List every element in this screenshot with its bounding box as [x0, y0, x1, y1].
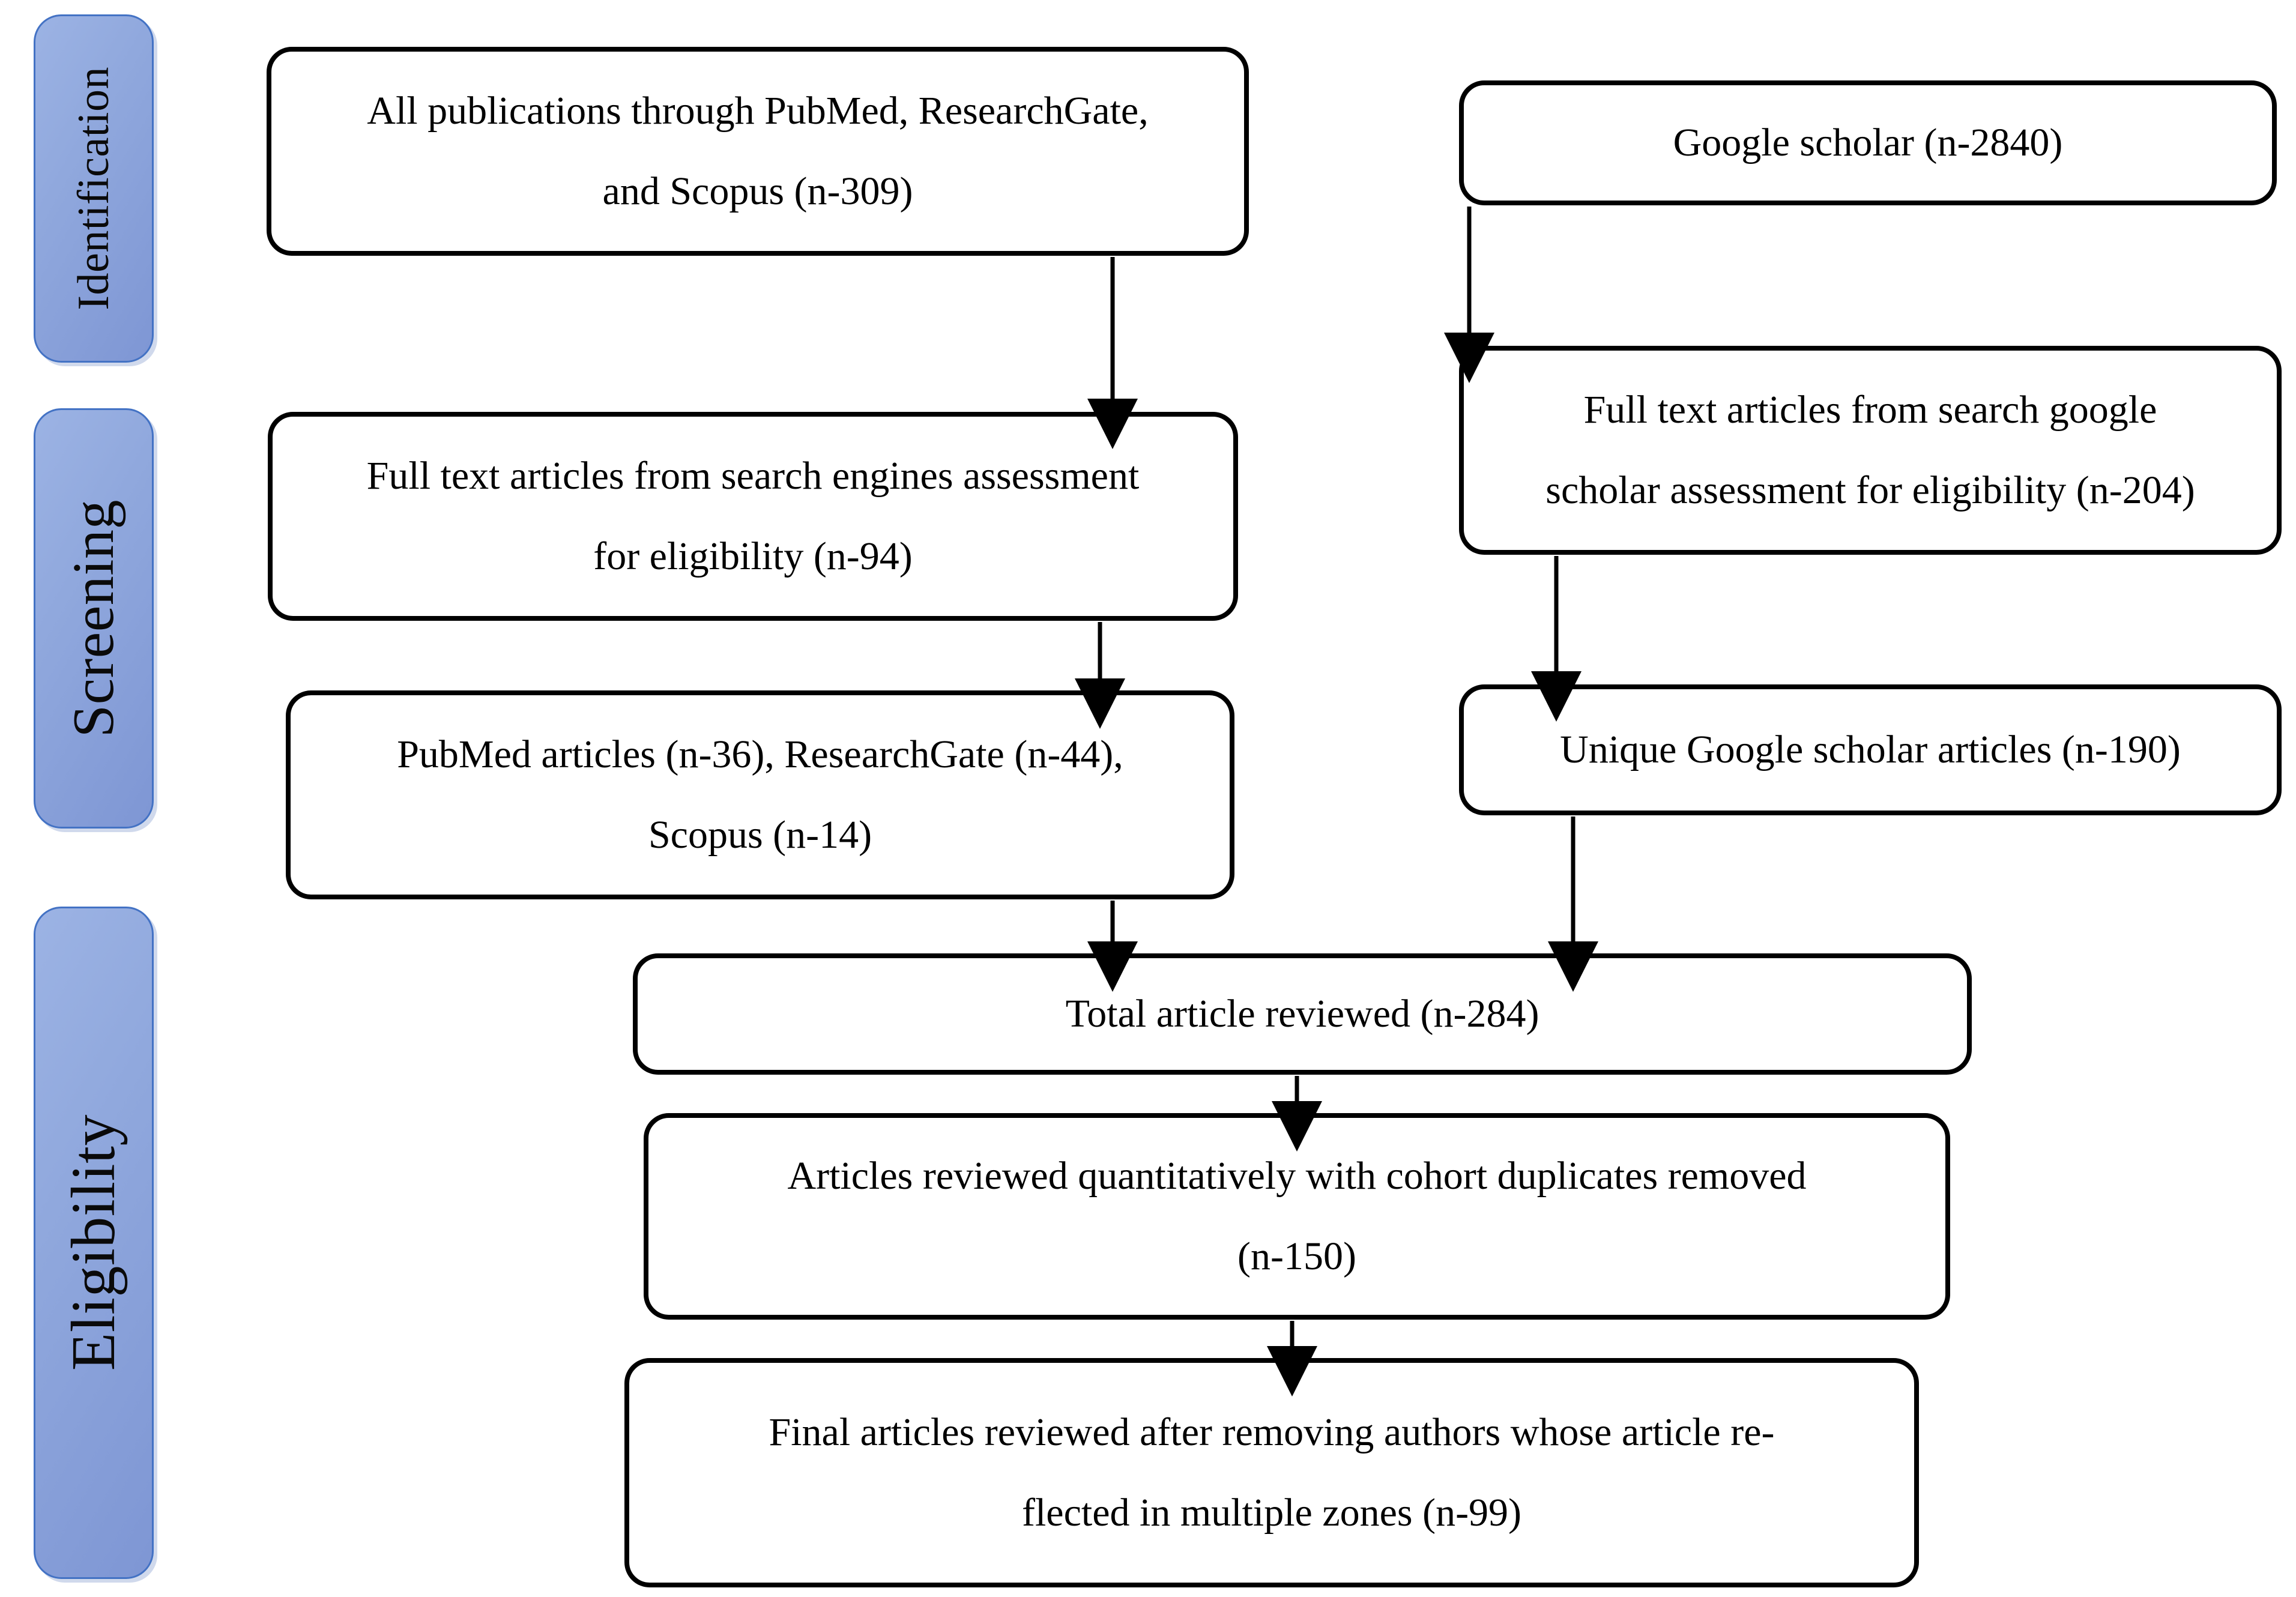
node-line: Final articles reviewed after removing a… — [769, 1410, 1775, 1454]
node-line: for eligibility (n-94) — [593, 534, 913, 578]
node-line: flected in multiple zones (n-99) — [1021, 1491, 1522, 1535]
phase-label-eligibility: Eligibility — [59, 1114, 128, 1371]
node-line: Full text articles from search engines a… — [366, 454, 1140, 498]
node-line: and Scopus (n-309) — [602, 169, 913, 213]
node-sources-scholar: Google scholar (n-2840) — [1459, 80, 2277, 205]
node-total-reviewed: Total article reviewed (n-284) — [633, 953, 1972, 1075]
node-line: Total article reviewed (n-284) — [1065, 992, 1539, 1036]
node-line: All publications through PubMed, Researc… — [367, 89, 1149, 133]
phase-band-eligibility: Eligibility — [34, 907, 154, 1579]
phase-band-screening: Screening — [34, 408, 154, 829]
node-fulltext-engines: Full text articles from search engines a… — [268, 412, 1238, 621]
node-line: scholar assessment for eligibility (n-20… — [1545, 468, 2195, 512]
node-line: Full text articles from search google — [1583, 388, 2157, 432]
node-unique-scholar: Unique Google scholar articles (n-190) — [1459, 684, 2282, 815]
node-sources-engines: All publications through PubMed, Researc… — [267, 47, 1249, 256]
node-quantitative-review: Articles reviewed quantitatively with co… — [644, 1113, 1950, 1320]
node-fulltext-scholar: Full text articles from search google sc… — [1459, 346, 2282, 555]
node-final-articles: Final articles reviewed after removing a… — [624, 1358, 1919, 1587]
node-line: PubMed articles (n-36), ResearchGate (n-… — [397, 732, 1123, 776]
phase-label-identification: Identification — [69, 67, 118, 310]
node-line: Scopus (n-14) — [648, 813, 872, 857]
node-line: Articles reviewed quantitatively with co… — [787, 1154, 1807, 1198]
phase-label-screening: Screening — [61, 499, 126, 738]
phase-band-identification: Identification — [34, 14, 154, 363]
node-per-database-counts: PubMed articles (n-36), ResearchGate (n-… — [286, 690, 1234, 899]
node-line: Google scholar (n-2840) — [1673, 121, 2063, 165]
node-line: (n-150) — [1237, 1234, 1356, 1278]
node-line: Unique Google scholar articles (n-190) — [1560, 728, 2181, 771]
